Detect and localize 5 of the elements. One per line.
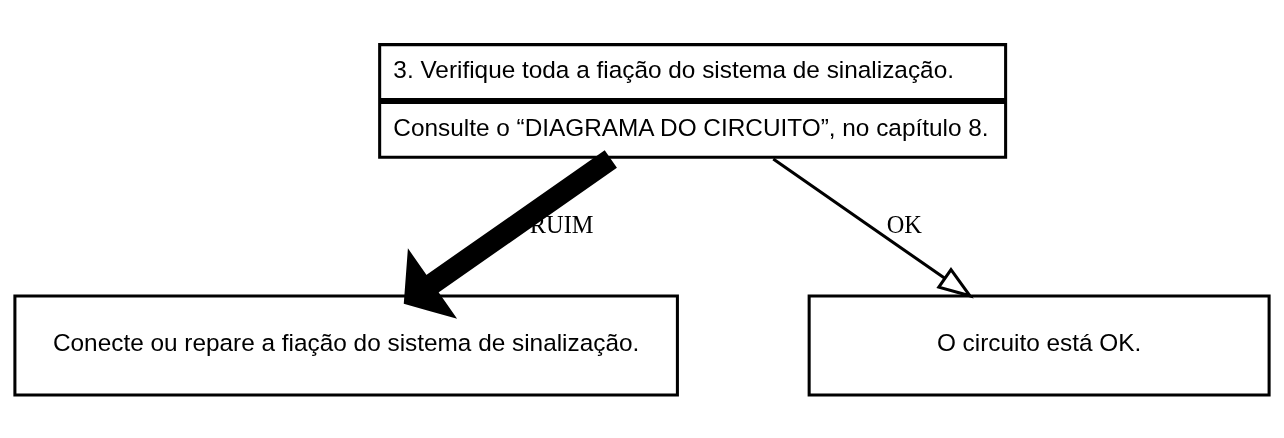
- arrow: [772, 157, 974, 299]
- arrow: [403, 150, 617, 319]
- node-box: Conecte ou repare a fiação do sistema de sinalização.: [13, 294, 679, 397]
- node-box: O circuito está OK.: [807, 294, 1271, 397]
- edge-label: OK: [886, 211, 922, 239]
